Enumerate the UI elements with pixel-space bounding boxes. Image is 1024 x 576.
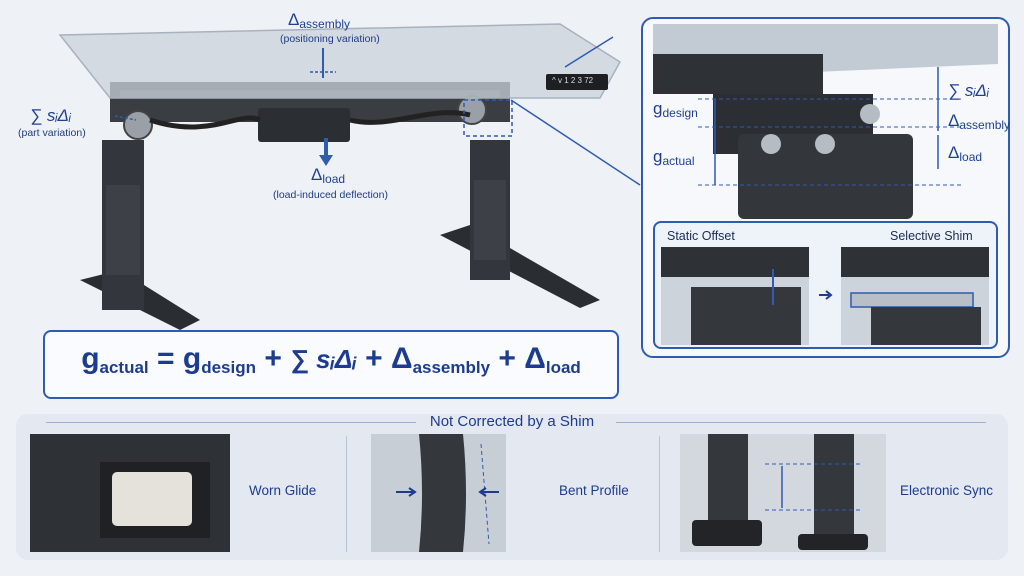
delta-load-sub: load <box>322 172 346 186</box>
zoom-drawing <box>653 24 998 219</box>
zoom-sum: ∑ sᵢΔᵢ <box>948 81 989 100</box>
bent-profile-image <box>371 434 506 552</box>
shim-panel: Static Offset Selective Shim <box>653 221 998 349</box>
part-variation-note: (part variation) <box>18 127 86 139</box>
delta-assembly-symbol: Δ <box>288 10 300 29</box>
bottom-divider-2 <box>659 436 660 552</box>
formula-delta2: Δ <box>524 342 546 375</box>
formula-plus2: + <box>365 342 383 375</box>
electronic-sync-label: Electronic Sync <box>900 483 994 498</box>
zoom-d-load-symbol: Δ <box>948 143 960 162</box>
gap-formula: gactual = gdesign + ∑ sᵢΔᵢ + Δassembly +… <box>43 330 619 399</box>
formula-plus3: + <box>498 342 516 375</box>
formula-actual-sub: actual <box>99 358 149 377</box>
zoom-d-assembly-symbol: Δ <box>948 111 960 130</box>
formula-design-sub: design <box>201 358 256 377</box>
formula-sum: ∑ sᵢΔᵢ <box>290 344 357 374</box>
zoom-connector <box>510 36 641 186</box>
desk-drawing <box>58 23 621 330</box>
zoom-g-design-g: g <box>653 99 663 118</box>
section-title: Not Corrected by a Shim <box>429 413 595 430</box>
bottom-divider-1 <box>346 436 347 552</box>
zoom-d-load-sub: load <box>959 150 983 164</box>
formula-g2: g <box>182 342 202 375</box>
static-offset-label: Static Offset <box>667 229 735 243</box>
delta-assembly-sub: assembly <box>299 17 351 31</box>
formula-g1: g <box>81 342 100 375</box>
electronic-sync-image <box>680 434 886 552</box>
delta-load-symbol: Δ <box>311 165 323 184</box>
shim-drawing <box>661 247 989 345</box>
section-divider-right <box>616 422 986 423</box>
not-corrected-section: Not Corrected by a Shim Worn Glide Bent … <box>16 413 1008 560</box>
formula-eq: = <box>157 342 175 375</box>
desk-illustration: ^ v 1 2 3 72 <box>40 20 640 335</box>
formula-text: gactual = gdesign + ∑ sᵢΔᵢ + Δassembly +… <box>45 342 617 378</box>
worn-glide-image <box>30 434 230 552</box>
keypad-text: ^ v 1 2 3 72 <box>552 76 594 85</box>
selective-shim-label: Selective Shim <box>890 229 973 243</box>
bent-profile-label: Bent Profile <box>559 483 629 498</box>
zoom-d-load: Δload <box>948 143 982 164</box>
zoom-g-design: gdesign <box>653 99 698 120</box>
formula-delta1: Δ <box>391 342 413 375</box>
delta-assembly-note: (positioning variation) <box>280 33 380 45</box>
delta-assembly-label: Δassembly <box>288 10 350 31</box>
zoom-d-assembly-sub: assembly <box>959 118 1011 132</box>
zoom-panel: gdesign gactual ∑ sᵢΔᵢ Δassembly Δload S… <box>641 17 1010 358</box>
delta-load-label: Δload <box>311 165 345 186</box>
formula-plus1: + <box>264 342 282 375</box>
formula-assembly-sub: assembly <box>412 358 491 377</box>
zoom-g-design-sub: design <box>662 106 698 120</box>
zoom-g-actual-sub: actual <box>662 154 695 168</box>
formula-load-sub: load <box>545 358 581 377</box>
zoom-g-actual-g: g <box>653 147 663 166</box>
zoom-g-actual: gactual <box>653 147 695 168</box>
part-variation-label: ∑ sᵢΔᵢ <box>30 106 71 125</box>
section-divider-left <box>46 422 416 423</box>
zoom-d-assembly: Δassembly <box>948 111 1010 132</box>
worn-glide-label: Worn Glide <box>249 483 317 498</box>
delta-load-note: (load-induced deflection) <box>273 189 388 201</box>
